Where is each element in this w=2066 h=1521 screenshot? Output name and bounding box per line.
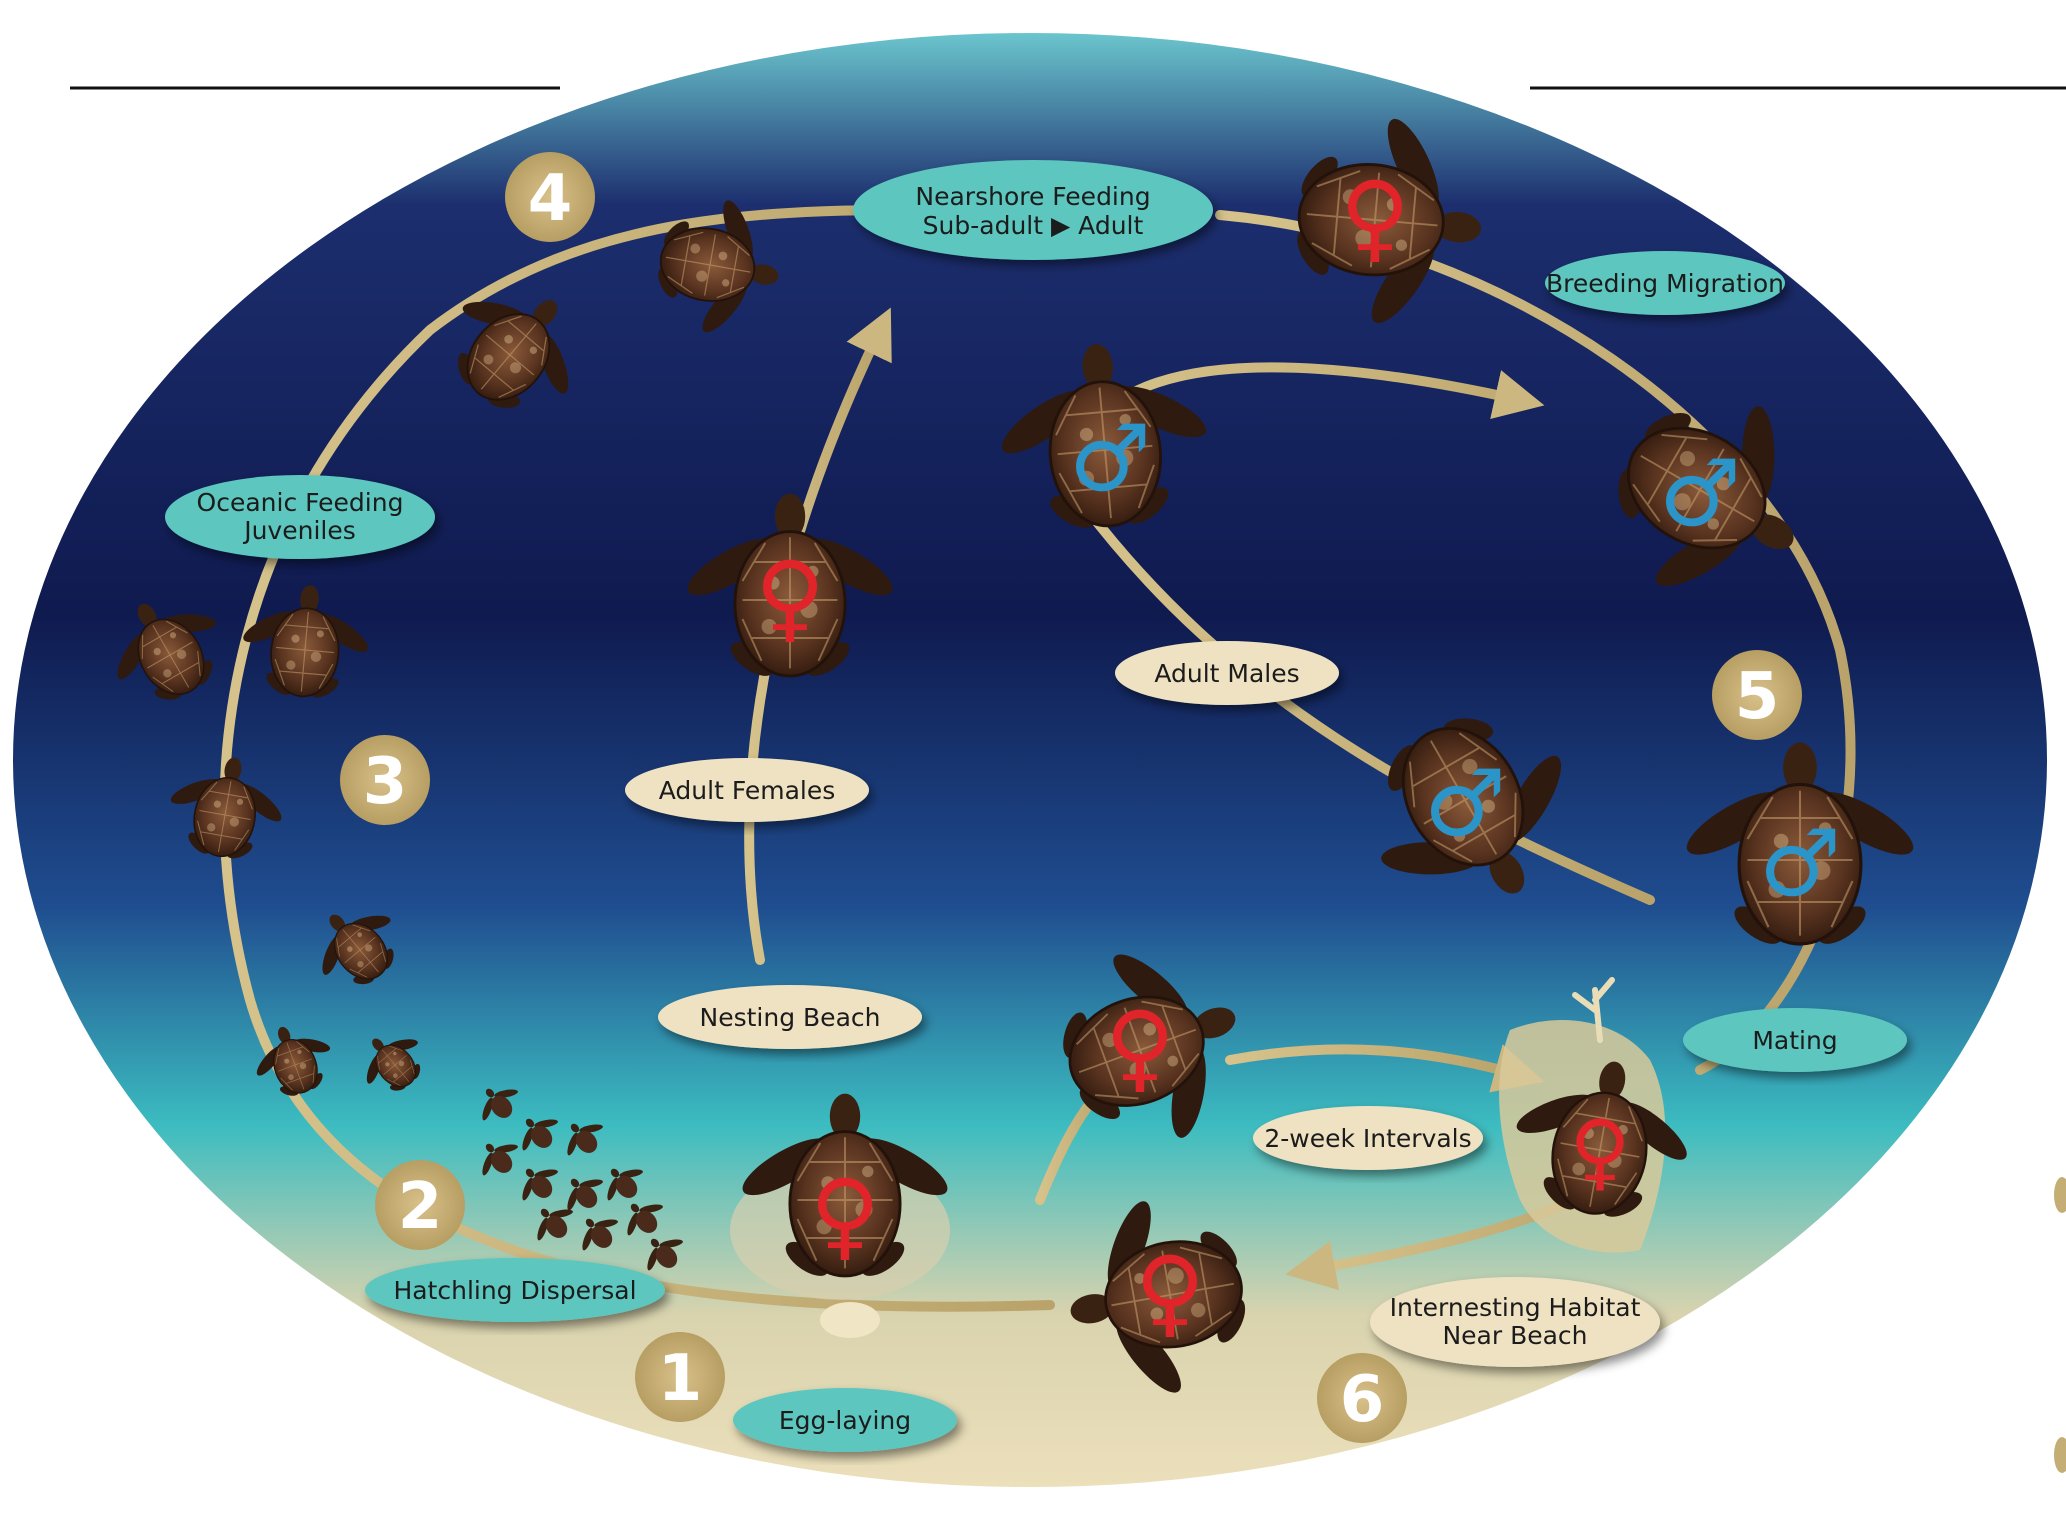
stage-number-4: 4	[528, 162, 573, 236]
right-edge-mark-bottom	[2054, 1437, 2066, 1473]
label-nearshore-feeding: Nearshore Feeding Sub-adult ▶ Adult	[853, 160, 1213, 260]
label-oceanic-feeding: Oceanic Feeding Juveniles	[165, 475, 435, 559]
right-edge-mark-top	[2054, 1177, 2066, 1213]
egg-cluster	[820, 1302, 880, 1338]
label-nesting-beach-text: Nesting Beach	[700, 1003, 881, 1032]
male-symbol: ♂	[1069, 405, 1151, 512]
label-two-week-intervals: 2-week Intervals	[1253, 1106, 1483, 1170]
label-adult-females-text: Adult Females	[659, 776, 836, 805]
label-adult-females: Adult Females	[625, 758, 869, 822]
stage-number-2: 2	[398, 1170, 443, 1244]
stage-badge-6: 6	[1317, 1353, 1407, 1443]
stage-number-1: 1	[658, 1342, 703, 1416]
label-oceanic-feeding-line1: Oceanic Feeding	[197, 488, 404, 517]
stage-number-3: 3	[363, 745, 408, 819]
label-mating: Mating	[1683, 1008, 1907, 1072]
stage-badge-1: 1	[635, 1332, 725, 1422]
label-nearshore-feeding-line1: Nearshore Feeding	[915, 182, 1150, 211]
label-hatchling-dispersal: Hatchling Dispersal	[365, 1258, 665, 1322]
female-symbol: ♀	[1340, 161, 1410, 273]
female-symbol: ♀	[810, 1159, 880, 1271]
label-nearshore-feeding-line2: Sub-adult ▶ Adult	[923, 211, 1144, 240]
label-two-week-intervals-text: 2-week Intervals	[1264, 1124, 1471, 1153]
female-symbol: ♀	[1135, 1236, 1205, 1348]
male-symbol: ♂	[1659, 440, 1741, 547]
label-internesting-habitat: Internesting Habitat Near Beach	[1370, 1277, 1660, 1367]
label-hatchling-dispersal-text: Hatchling Dispersal	[393, 1276, 636, 1305]
label-breeding-migration-text: Breeding Migration	[1546, 269, 1784, 298]
label-internesting-habitat-line2: Near Beach	[1442, 1321, 1587, 1350]
label-oceanic-feeding-line2: Juveniles	[242, 516, 356, 545]
label-adult-males: Adult Males	[1115, 641, 1339, 705]
female-symbol: ♀	[755, 541, 825, 653]
stage-badge-5: 5	[1712, 650, 1802, 740]
stage-badge-3: 3	[340, 735, 430, 825]
stage-badge-2: 2	[375, 1160, 465, 1250]
label-egg-laying-text: Egg-laying	[779, 1406, 911, 1435]
label-mating-text: Mating	[1752, 1026, 1837, 1055]
label-egg-laying: Egg-laying	[733, 1388, 957, 1452]
stage-number-5: 5	[1735, 660, 1780, 734]
male-symbol: ♂	[1424, 750, 1506, 857]
label-internesting-habitat-line1: Internesting Habitat	[1390, 1293, 1641, 1322]
stage-number-6: 6	[1340, 1363, 1385, 1437]
label-adult-males-text: Adult Males	[1154, 659, 1299, 688]
label-breeding-migration: Breeding Migration	[1545, 251, 1785, 315]
female-symbol: ♀	[1569, 1102, 1631, 1200]
label-nesting-beach: Nesting Beach	[658, 985, 922, 1049]
female-symbol: ♀	[1105, 991, 1175, 1103]
stage-badge-4: 4	[505, 152, 595, 242]
male-symbol: ♂	[1759, 810, 1841, 917]
